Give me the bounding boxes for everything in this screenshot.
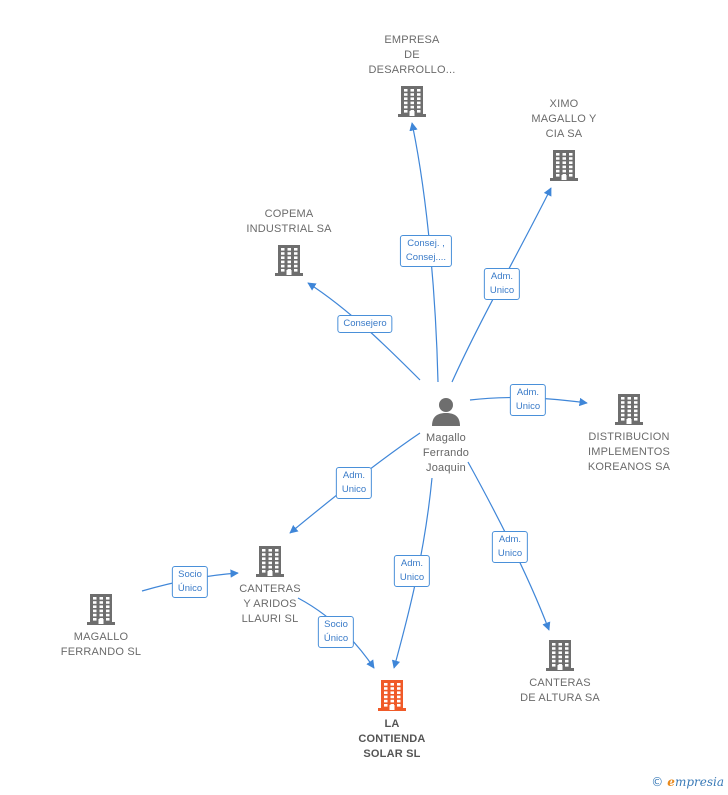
building-icon — [546, 640, 574, 671]
company-label-canteras-altura: CANTERAS DE ALTURA SA — [520, 677, 600, 704]
empresia-brand[interactable]: ©empresia — [651, 775, 724, 789]
company-node-contienda[interactable]: LA CONTIENDA SOLAR SL — [358, 678, 425, 760]
company-label-empresa: EMPRESA DE DESARROLLO... — [368, 34, 456, 76]
building-icon — [275, 245, 303, 276]
building-icon — [550, 150, 578, 181]
copyright-symbol: © — [651, 775, 664, 789]
building-icon — [256, 546, 284, 577]
company-node-distribucion[interactable]: DISTRIBUCION IMPLEMENTOS KOREANOS SA — [588, 392, 670, 473]
company-node-magallo-sl[interactable]: MAGALLO FERRANDO SL — [61, 592, 141, 658]
edge-label-consejero[interactable]: Consejero — [337, 315, 393, 333]
edge-label-adm-distribucion[interactable]: Adm. Unico — [509, 384, 547, 416]
edge-label-consej[interactable]: Consej. , Consej.... — [399, 235, 453, 267]
building-icon — [615, 394, 643, 425]
company-node-empresa[interactable]: EMPRESA DE DESARROLLO... — [369, 34, 455, 118]
person-label: Magallo Ferrando Joaquin — [422, 432, 470, 474]
person-node-magallo-ferrando-joaquin[interactable]: Magallo Ferrando Joaquin — [423, 394, 469, 474]
company-label-copema: COPEMA INDUSTRIAL SA — [246, 208, 332, 235]
company-node-ximo[interactable]: XIMO MAGALLO Y CIA SA — [531, 98, 596, 182]
edge-label-adm-ximo[interactable]: Adm. Unico — [483, 268, 521, 300]
company-node-canteras-altura[interactable]: CANTERAS DE ALTURA SA — [520, 638, 600, 704]
company-label-distribucion: DISTRIBUCION IMPLEMENTOS KOREANOS SA — [587, 431, 671, 473]
company-node-canteras-aridos[interactable]: CANTERAS Y ARIDOS LLAURI SL — [239, 544, 301, 625]
company-node-copema[interactable]: COPEMA INDUSTRIAL SA — [246, 208, 331, 277]
company-label-ximo: XIMO MAGALLO Y CIA SA — [531, 98, 597, 140]
building-icon — [87, 594, 115, 625]
building-icon — [378, 680, 406, 711]
edge-label-socio-aridos[interactable]: Socio Único — [317, 616, 355, 648]
edge-label-socio-magallo[interactable]: Socio Único — [171, 566, 209, 598]
edge-label-adm-contienda[interactable]: Adm. Unico — [393, 555, 431, 587]
person-icon — [432, 398, 460, 426]
brand-initial: e — [667, 775, 675, 789]
building-icon — [398, 86, 426, 117]
company-label-canteras-aridos: CANTERAS Y ARIDOS LLAURI SL — [239, 583, 301, 625]
brand-name: mpresia — [674, 775, 724, 789]
company-label-magallo-sl: MAGALLO FERRANDO SL — [60, 631, 142, 658]
edge-label-adm-altura[interactable]: Adm. Unico — [491, 531, 529, 563]
company-label-contienda: LA CONTIENDA SOLAR SL — [358, 718, 426, 760]
edge-label-adm-aridos[interactable]: Adm. Unico — [335, 467, 373, 499]
